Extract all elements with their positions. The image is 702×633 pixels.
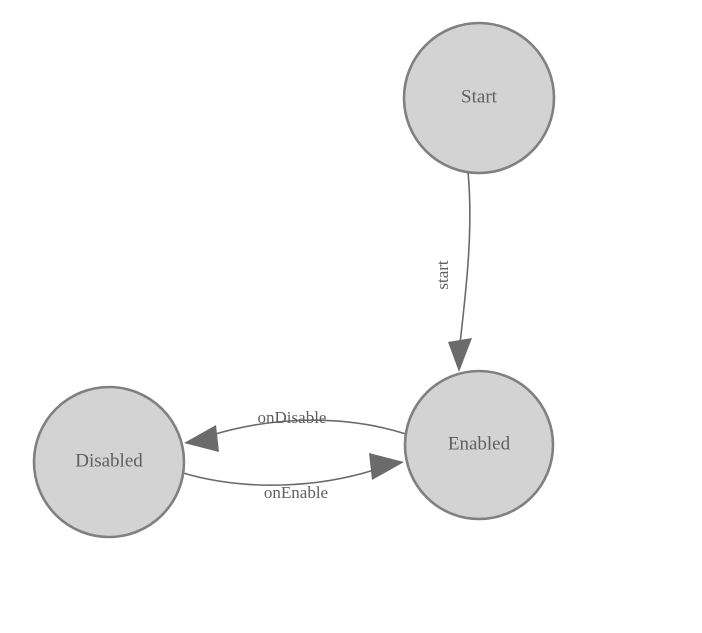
state-node-enabled-label: Enabled (448, 433, 511, 454)
edge-label-start: start (433, 260, 452, 290)
edge-label-onenable: onEnable (264, 483, 328, 502)
state-node-start-label: Start (461, 86, 498, 107)
edge-enabled-to-disabled-path (211, 419, 407, 436)
state-node-disabled-label: Disabled (75, 450, 143, 471)
state-node-disabled[interactable]: Disabled (32, 385, 186, 539)
edge-label-ondisable: onDisable (258, 408, 327, 427)
edge-enabled-to-disabled-arrowhead-icon (184, 425, 219, 452)
edge-enabled-to-disabled[interactable]: onDisable (184, 408, 407, 452)
state-node-start-circle (402, 21, 556, 175)
edge-disabled-to-enabled-arrowhead-icon (369, 453, 404, 480)
state-node-enabled-circle (403, 369, 555, 521)
edge-disabled-to-enabled[interactable]: onEnable (182, 453, 404, 502)
state-node-enabled[interactable]: Enabled (403, 369, 555, 521)
edge-disabled-to-enabled-path (182, 469, 375, 486)
state-node-disabled-circle (32, 385, 186, 539)
edge-start-to-enabled-path (459, 171, 471, 345)
edge-start-to-enabled-arrowhead-icon (448, 338, 472, 372)
edge-start-to-enabled[interactable]: start (433, 171, 472, 372)
state-node-start[interactable]: Start (402, 21, 556, 175)
